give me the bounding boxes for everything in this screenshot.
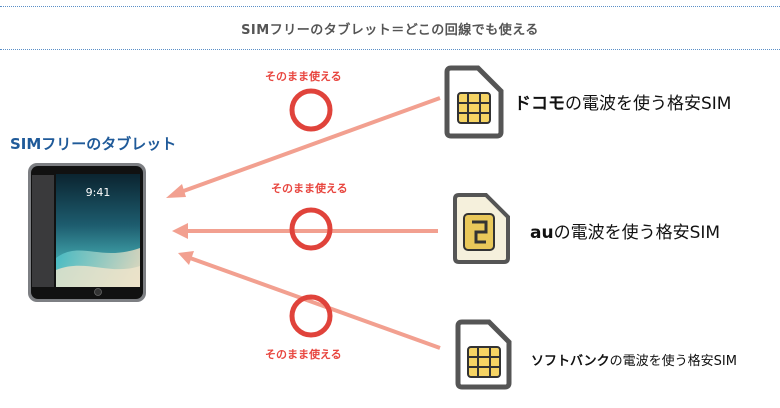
diagram-title: SIMフリーのタブレット＝どこの回線でも使える	[0, 6, 780, 50]
carrier-desc: の電波を使う格安SIM	[609, 354, 737, 369]
ok-circle-docomo	[289, 88, 333, 132]
carrier-brand: ソフトバンク	[531, 354, 610, 369]
carrier-label-softbank: ソフトバンクの電波を使う格安SIM	[531, 350, 737, 369]
route-label-au: そのまま使える	[271, 182, 348, 195]
carrier-desc: の電波を使う格安SIM	[553, 223, 721, 243]
tablet-time: 9:41	[86, 186, 111, 199]
carrier-desc: の電波を使う格安SIM	[565, 94, 732, 114]
tablet-device: 9:41	[28, 163, 146, 302]
tablet-label: SIMフリーのタブレット	[10, 135, 177, 153]
arrow-docomo	[166, 96, 441, 198]
sim-card-icon	[455, 319, 512, 390]
arrow-au	[172, 223, 438, 239]
ok-circle-au	[289, 207, 333, 251]
carrier-brand: au	[530, 223, 554, 243]
route-label-docomo: そのまま使える	[265, 70, 342, 83]
sim-card-icon	[453, 193, 510, 264]
ok-circle-softbank	[289, 294, 333, 338]
route-label-softbank: そのまま使える	[265, 348, 342, 361]
carrier-brand: ドコモ	[514, 94, 565, 114]
carrier-label-docomo: ドコモの電波を使う格安SIM	[514, 89, 731, 114]
sim-card-icon	[444, 65, 504, 139]
carrier-label-au: auの電波を使う格安SIM	[530, 218, 720, 243]
arrow-softbank	[178, 251, 441, 350]
